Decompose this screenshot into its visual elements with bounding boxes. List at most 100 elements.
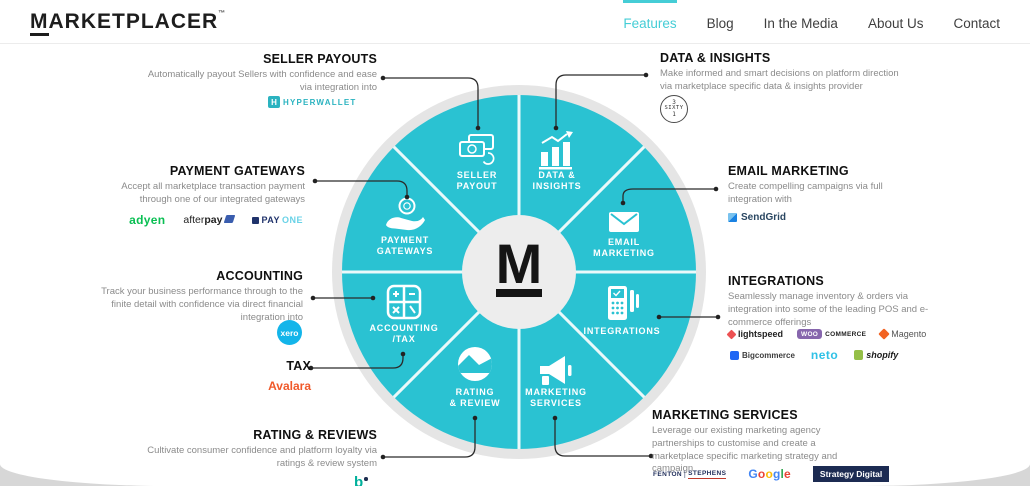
svg-text:/TAX: /TAX [392,334,415,344]
nav-item-blog[interactable]: Blog [706,15,734,31]
email-marketing-icon [609,212,639,232]
afterpay-logo: afterpay [183,214,236,226]
main-nav: Features Blog In the Media About Us Cont… [623,0,1000,44]
brand-logo-m: M [30,9,49,36]
shopify-icon [854,350,864,360]
strategy-digital-logo: Strategy Digital [812,466,890,482]
wheel-segment-labels: SELLER PAYOUT DATA & INSIGHTS EMAIL MARK… [370,170,661,408]
hyperwallet-logo: H HYPERWALLET [268,96,357,108]
svg-text:PAYOUT: PAYOUT [457,181,498,191]
data-insights-icon [539,131,573,170]
svg-text:& REVIEW: & REVIEW [450,398,501,408]
callout-payment-gateways: PAYMENT GATEWAYS Accept all marketplace … [110,164,305,234]
callout-tax: TAX Avalara [226,359,311,393]
payment-gateways-label: PAYMENT [381,235,429,245]
callout-body: Accept all marketplace transaction payme… [121,181,305,205]
lightspeed-logo: lightspeed [726,329,783,339]
callout-title: DATA & INSIGHTS [660,51,771,65]
payone-icon [252,216,260,224]
wheel-center-logo: M [462,215,576,329]
callout-integrations: INTEGRATIONS Seamlessly manage inventory… [726,274,933,369]
rating-review-icon [458,347,492,381]
shopify-logo: shopify [854,350,898,360]
hyperwallet-icon: H [268,96,280,108]
callout-body: Leverage our existing marketing agency p… [652,425,838,475]
svg-text:MARKETING: MARKETING [593,248,655,258]
email-marketing-label: EMAIL [608,237,640,247]
callout-data-insights: DATA & INSIGHTS Make informed and smart … [660,51,905,126]
neto-logo: neto [810,348,839,362]
avalara-logo: Avalara [268,379,311,393]
integrations-label: INTEGRATIONS [584,326,661,336]
bigcommerce-icon [730,350,739,360]
accounting-tax-icon [386,284,422,320]
xero-logo: xero [277,320,302,345]
data-insights-label: DATA & [538,170,575,180]
connector-integrations [656,314,721,320]
trademark-symbol: ™ [218,9,227,17]
connector-payment-gateways [312,178,410,200]
callout-title: INTEGRATIONS [728,274,824,288]
svg-text:SERVICES: SERVICES [530,398,582,408]
sendgrid-logo: SendGrid [728,212,786,223]
fenton-stephens-logo: FENTON|STEPHENS [653,469,727,479]
lightspeed-icon [726,329,737,339]
seller-payout-label: SELLER [457,170,497,180]
rating-review-label: RATING [456,387,495,397]
callout-body: Make informed and smart decisions on pla… [660,68,899,92]
seller-payout-icon [459,134,495,165]
callout-title: TAX [286,359,311,373]
callout-title: MARKETING SERVICES [652,408,798,422]
svg-text:GATEWAYS: GATEWAYS [377,246,433,256]
nav-item-contact[interactable]: Contact [953,15,1000,31]
bigcommerce-logo: Bigcommerce [730,350,795,360]
nav-item-about-us[interactable]: About Us [867,15,924,31]
callout-body: Seamlessly manage inventory & orders via… [728,291,929,328]
connector-marketing-services [552,415,654,459]
callout-title: SELLER PAYOUTS [263,52,377,66]
marketing-services-label: MARKETING [525,387,587,397]
connector-accounting [310,295,376,301]
svg-text:INSIGHTS: INSIGHTS [533,181,582,191]
connector-seller-payouts [380,75,481,131]
callout-title: ACCOUNTING [216,269,303,283]
brand-logo[interactable]: MARKETPLACER™ [30,9,227,36]
integration-logos-row-2: Bigcommerce neto shopify [730,348,898,362]
callout-connectors [308,72,721,460]
connector-tax [308,351,406,371]
nav-item-features[interactable]: Features [623,0,677,44]
google-logo: Google [748,467,791,481]
threesixtyone-logo: 3 SIXTY 1 [660,95,688,123]
bazaarvoice-dot [364,477,368,481]
connector-rating-reviews [380,415,478,460]
bazaarvoice-logo-partial: b [354,475,368,486]
brand-logo-rest: ARKETPLACER [48,9,219,33]
integrations-icon [608,286,639,320]
sendgrid-icon [728,213,737,222]
marketing-services-icon [540,356,572,385]
marketing-logos-row: FENTON|STEPHENS Google Strategy Digital [653,466,890,482]
callout-body: Track your business performance through … [101,286,303,323]
callout-title: RATING & REVIEWS [253,428,377,442]
connector-email-marketing [620,186,719,206]
header: MARKETPLACER™ Features Blog In the Media… [0,0,1030,44]
center-m-letter: M [496,232,543,295]
callout-title: PAYMENT GATEWAYS [169,164,305,178]
wheel: SELLER PAYOUT DATA & INSIGHTS EMAIL MARK… [332,85,706,459]
callout-email-marketing: EMAIL MARKETING Create compelling campai… [728,164,898,234]
callout-body: Create compelling campaigns via full int… [728,181,883,205]
callout-marketing-services: MARKETING SERVICES Leverage our existing… [652,408,890,486]
callout-seller-payouts: SELLER PAYOUTS Automatically payout Sell… [142,52,377,122]
callout-title: EMAIL MARKETING [728,164,849,178]
afterpay-icon [224,215,236,223]
connector-data-insights [553,72,649,131]
nav-item-in-the-media[interactable]: In the Media [763,15,838,31]
adyen-logo: adyen [129,213,166,227]
callout-rating-reviews: RATING & REVIEWS Cultivate consumer conf… [142,428,377,486]
